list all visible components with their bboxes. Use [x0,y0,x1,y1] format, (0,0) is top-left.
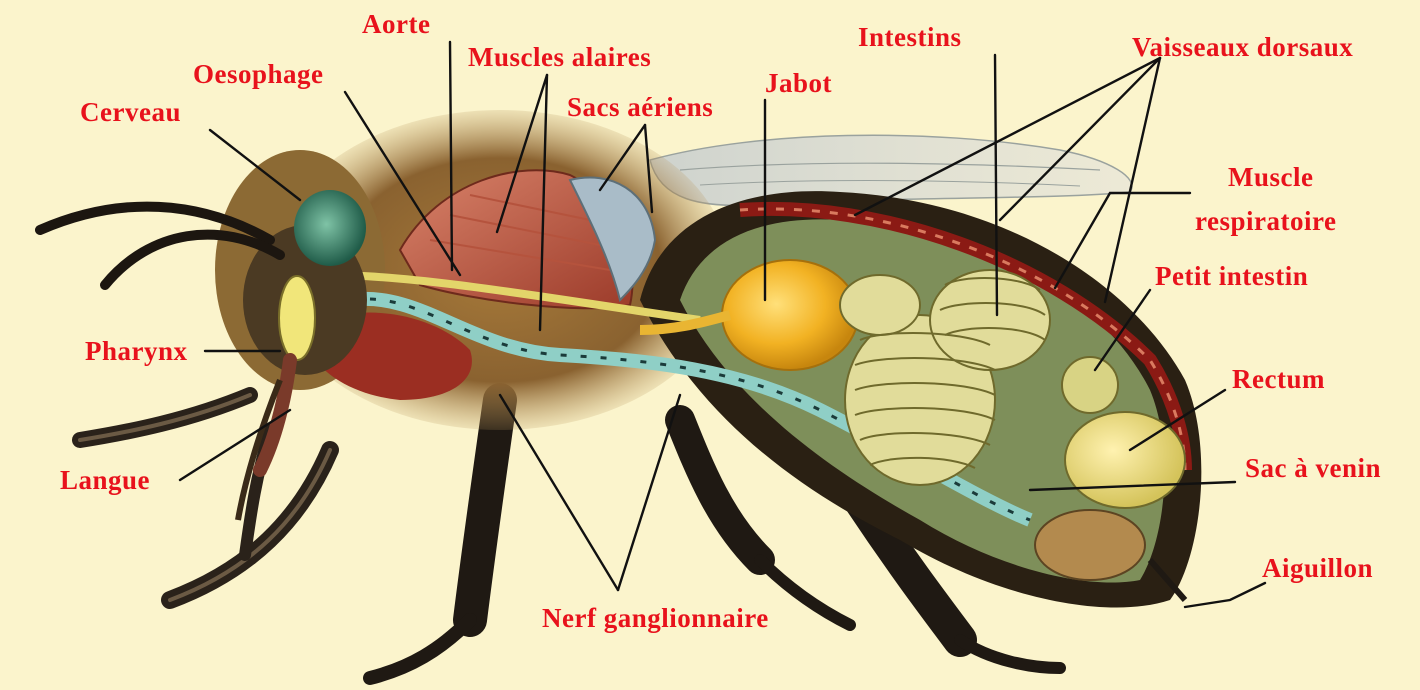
small-intestine [1062,357,1118,413]
label-cerveau: Cerveau [80,97,181,127]
label-muscle-respiratoire-line1: Muscle [1228,162,1313,192]
label-aiguillon: Aiguillon [1262,553,1373,583]
label-intestins: Intestins [858,22,962,52]
label-petit-intestin: Petit intestin [1155,261,1308,291]
label-rectum: Rectum [1232,364,1325,394]
label-sac-a-venin: Sac à venin [1245,453,1381,483]
label-oesophage: Oesophage [193,59,324,89]
label-pharynx: Pharynx [85,336,188,366]
label-langue: Langue [60,465,150,495]
label-sacs-aeriens: Sacs aériens [567,92,713,122]
compound-eye [294,190,366,266]
label-aorte: Aorte [362,9,430,39]
label-jabot: Jabot [765,68,832,98]
label-vaisseaux-dorsaux: Vaisseaux dorsaux [1132,32,1353,62]
label-muscles-alaires: Muscles alaires [468,42,651,72]
crop-jabot [722,260,858,370]
label-muscle-respiratoire-line2: respiratoire [1195,206,1336,236]
label-nerf-ganglionnaire: Nerf ganglionnaire [542,603,769,633]
pharynx-shape [279,276,315,360]
